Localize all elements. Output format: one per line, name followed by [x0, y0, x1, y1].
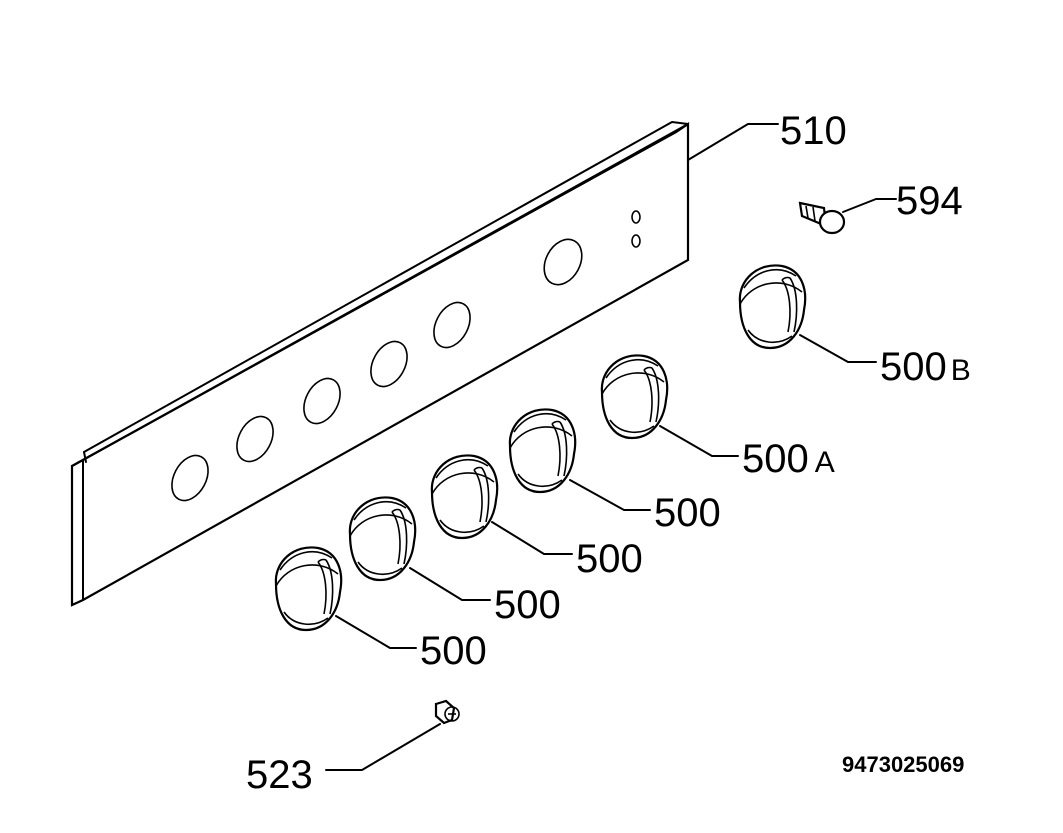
- label-500-2: 500: [576, 537, 643, 581]
- leader-594: [842, 198, 897, 213]
- knob-500-3: [348, 496, 417, 582]
- drawing-code: 9473025069: [842, 752, 964, 777]
- panel-holes: [171, 210, 641, 502]
- leader-523: [325, 723, 441, 771]
- leader-500a: [659, 425, 739, 457]
- knob-500b: [738, 264, 807, 350]
- knob-500-2: [430, 454, 499, 540]
- label-510: 510: [780, 109, 847, 153]
- screw-523: [434, 699, 460, 725]
- leader-500-3: [409, 567, 491, 601]
- knob-500a: [600, 354, 669, 440]
- leader-500-4: [335, 615, 417, 649]
- knob-500-1: [508, 408, 577, 494]
- label-594: 594: [896, 179, 963, 223]
- label-500-1: 500: [654, 491, 721, 535]
- control-panel: [70, 121, 690, 607]
- leader-510: [687, 123, 779, 161]
- leader-500b: [799, 334, 877, 363]
- knob-500-4: [274, 546, 343, 632]
- label-523: 523: [246, 753, 313, 797]
- pin-594: [798, 201, 846, 235]
- leader-500-1: [569, 479, 651, 511]
- leader-500-2: [491, 521, 573, 555]
- label-500-4: 500: [420, 629, 487, 673]
- label-500-3: 500: [494, 583, 561, 627]
